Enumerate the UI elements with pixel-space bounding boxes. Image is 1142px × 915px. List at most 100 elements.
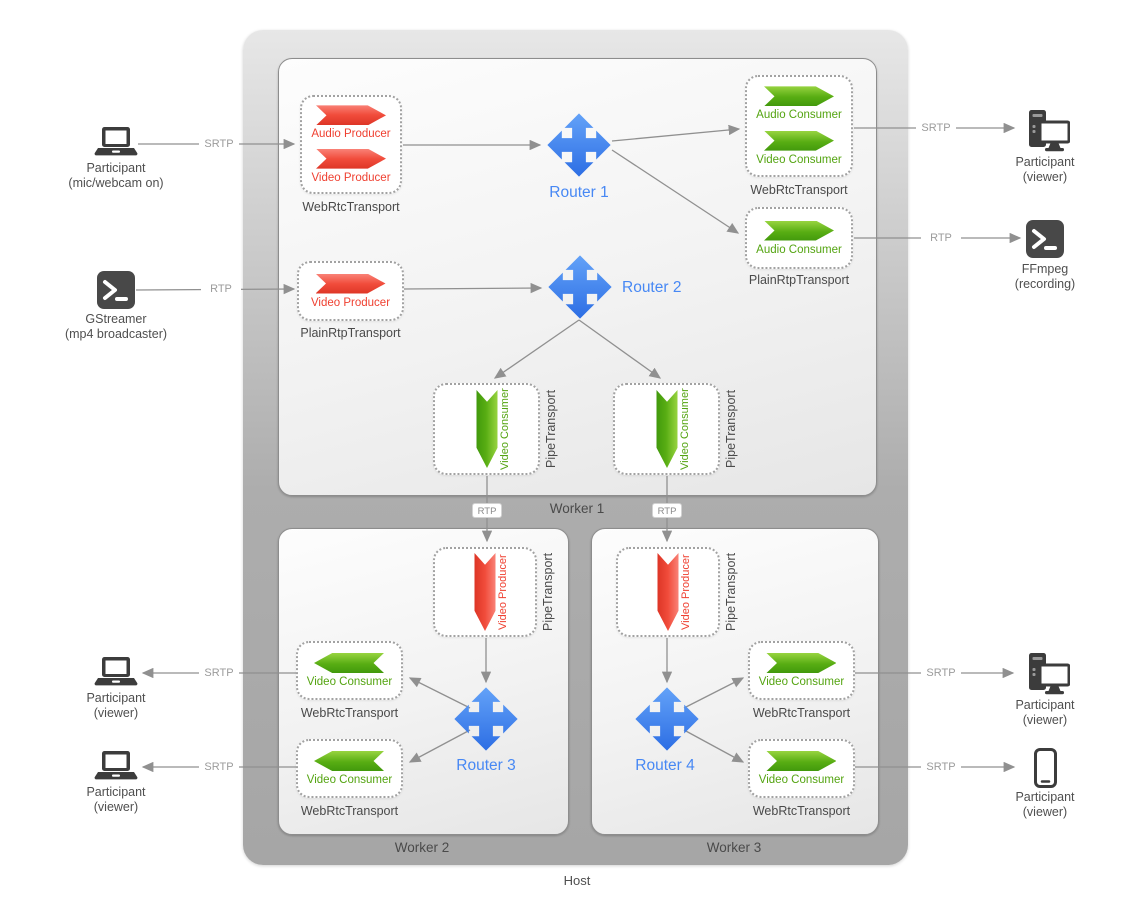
ffmpeg-label: FFmpeg (recording) [970,262,1120,292]
transport-box-w1-out-webrtc: Audio Consumer Video Consumer [745,75,853,177]
video-producer-label: Video Producer [680,554,692,630]
gstreamer-label: GStreamer (mp4 broadcaster) [41,312,191,342]
router4-icon [635,687,699,751]
video-producer-arrow-icon [658,553,679,631]
transport-box-w1-out-plainrtp: Audio Consumer [745,207,853,269]
transport-caption: PipeTransport [724,389,738,469]
consumer-item: Video Consumer [756,130,842,166]
worker3-label: Worker 3 [706,840,762,855]
actor-name: GStreamer [85,312,147,326]
transport-caption: PipeTransport [541,552,555,632]
video-consumer-arrow-icon [314,653,384,673]
video-producer-arrow-icon [315,273,386,294]
router2-label: Router 2 [622,279,682,296]
audio-consumer-arrow-icon [764,86,834,107]
edge-label-srtp: SRTP [921,760,961,774]
worker2-label: Worker 2 [394,840,450,855]
edge-label-srtp: SRTP [199,666,239,680]
producer-item: Video Producer [310,273,391,309]
video-producer-arrow-icon [475,553,496,631]
edge-label-rtp: RTP [201,282,241,296]
actor-name: Participant [86,785,146,799]
transport-box-w1-pipe-left: Video Consumer [433,383,540,475]
actor-name: Participant [1015,155,1075,169]
transport-box-w1-in-plainrtp: Video Producer [297,261,404,321]
actor-detail: (viewer) [93,706,139,720]
transport-box-w3-webrtc-1: Video Consumer [748,641,855,700]
viewer-w2-1-label: Participant (viewer) [41,691,191,721]
video-producer-label: Video Producer [497,554,509,630]
consumer-item: Video Consumer [759,653,844,688]
laptop-icon [94,751,138,780]
audio-producer-arrow-icon [316,105,386,126]
video-consumer-arrow-icon [476,390,497,468]
participant-in-label: Participant (mic/webcam on) [41,161,191,191]
actor-name: Participant [1015,790,1075,804]
audio-producer-label: Audio Producer [311,128,391,141]
router4-label: Router 4 [635,757,695,774]
consumer-item: Video Consumer [307,751,392,786]
audio-consumer-label: Audio Consumer [756,109,842,122]
audio-consumer-arrow-icon [764,220,834,241]
edge-label-srtp: SRTP [199,137,239,151]
transport-caption: WebRtcTransport [302,200,400,214]
router1-icon [547,113,611,177]
actor-detail: (mp4 broadcaster) [64,327,168,341]
transport-box-w3-pipe: Video Producer [616,547,720,637]
laptop-icon [94,657,138,686]
video-producer-arrow-icon [316,148,386,169]
transport-caption: PlainRtpTransport [300,326,401,340]
viewer-w2-2-label: Participant (viewer) [41,785,191,815]
rtp-badge: RTP [652,503,682,518]
consumer-item: Audio Consumer [756,86,842,121]
transport-box-w1-pipe-right: Video Consumer [613,383,720,475]
consumer-item: Video Consumer [307,653,392,688]
edge-label-rtp: RTP [921,231,961,245]
video-consumer-arrow-icon [766,653,837,673]
actor-name: Participant [86,161,146,175]
producer-item: Audio Producer [311,105,391,141]
transport-caption: WebRtcTransport [750,183,848,197]
video-consumer-label: Video Consumer [306,676,393,688]
router3-label: Router 3 [456,757,516,774]
transport-box-w3-webrtc-2: Video Consumer [748,739,855,798]
viewer-w3-1-label: Participant (viewer) [970,698,1120,728]
worker1-label: Worker 1 [549,501,605,516]
transport-box-w2-pipe: Video Producer [433,547,537,637]
video-producer-label: Video Producer [310,296,391,309]
viewer-w3-2-label: Participant (viewer) [970,790,1120,820]
transport-box-w2-webrtc-2: Video Consumer [296,739,403,798]
rtp-badge: RTP [472,503,502,518]
router1-label: Router 1 [549,184,609,201]
transport-caption: PlainRtpTransport [748,273,850,287]
terminal-icon [97,271,135,309]
actor-name: Participant [1015,698,1075,712]
actor-name: FFmpeg [1021,262,1069,276]
actor-detail: (recording) [1014,277,1076,291]
transport-caption: PipeTransport [544,389,558,469]
edge-label-srtp: SRTP [199,760,239,774]
desktop-icon [1029,110,1070,152]
transport-caption: WebRtcTransport [752,706,851,720]
terminal-icon [1026,220,1064,258]
actor-name: Participant [86,691,146,705]
video-consumer-label: Video Consumer [306,774,393,786]
video-consumer-label: Video Consumer [679,388,691,470]
video-producer-label: Video Producer [311,171,391,184]
actor-detail: (viewer) [93,800,139,814]
video-consumer-label: Video Consumer [756,153,842,166]
edge-label-srtp: SRTP [921,666,961,680]
video-consumer-label: Video Consumer [499,388,511,470]
consumer-item: Audio Consumer [756,220,842,256]
actor-detail: (viewer) [1022,170,1068,184]
actor-detail: (viewer) [1022,805,1068,819]
video-consumer-arrow-icon [763,130,834,151]
video-consumer-arrow-icon [766,751,837,771]
video-consumer-label: Video Consumer [758,676,845,688]
transport-caption: WebRtcTransport [300,706,399,720]
producer-item: Video Producer [311,148,391,184]
router2-icon [548,255,612,319]
transport-caption: WebRtcTransport [752,804,851,818]
transport-caption: WebRtcTransport [300,804,399,818]
